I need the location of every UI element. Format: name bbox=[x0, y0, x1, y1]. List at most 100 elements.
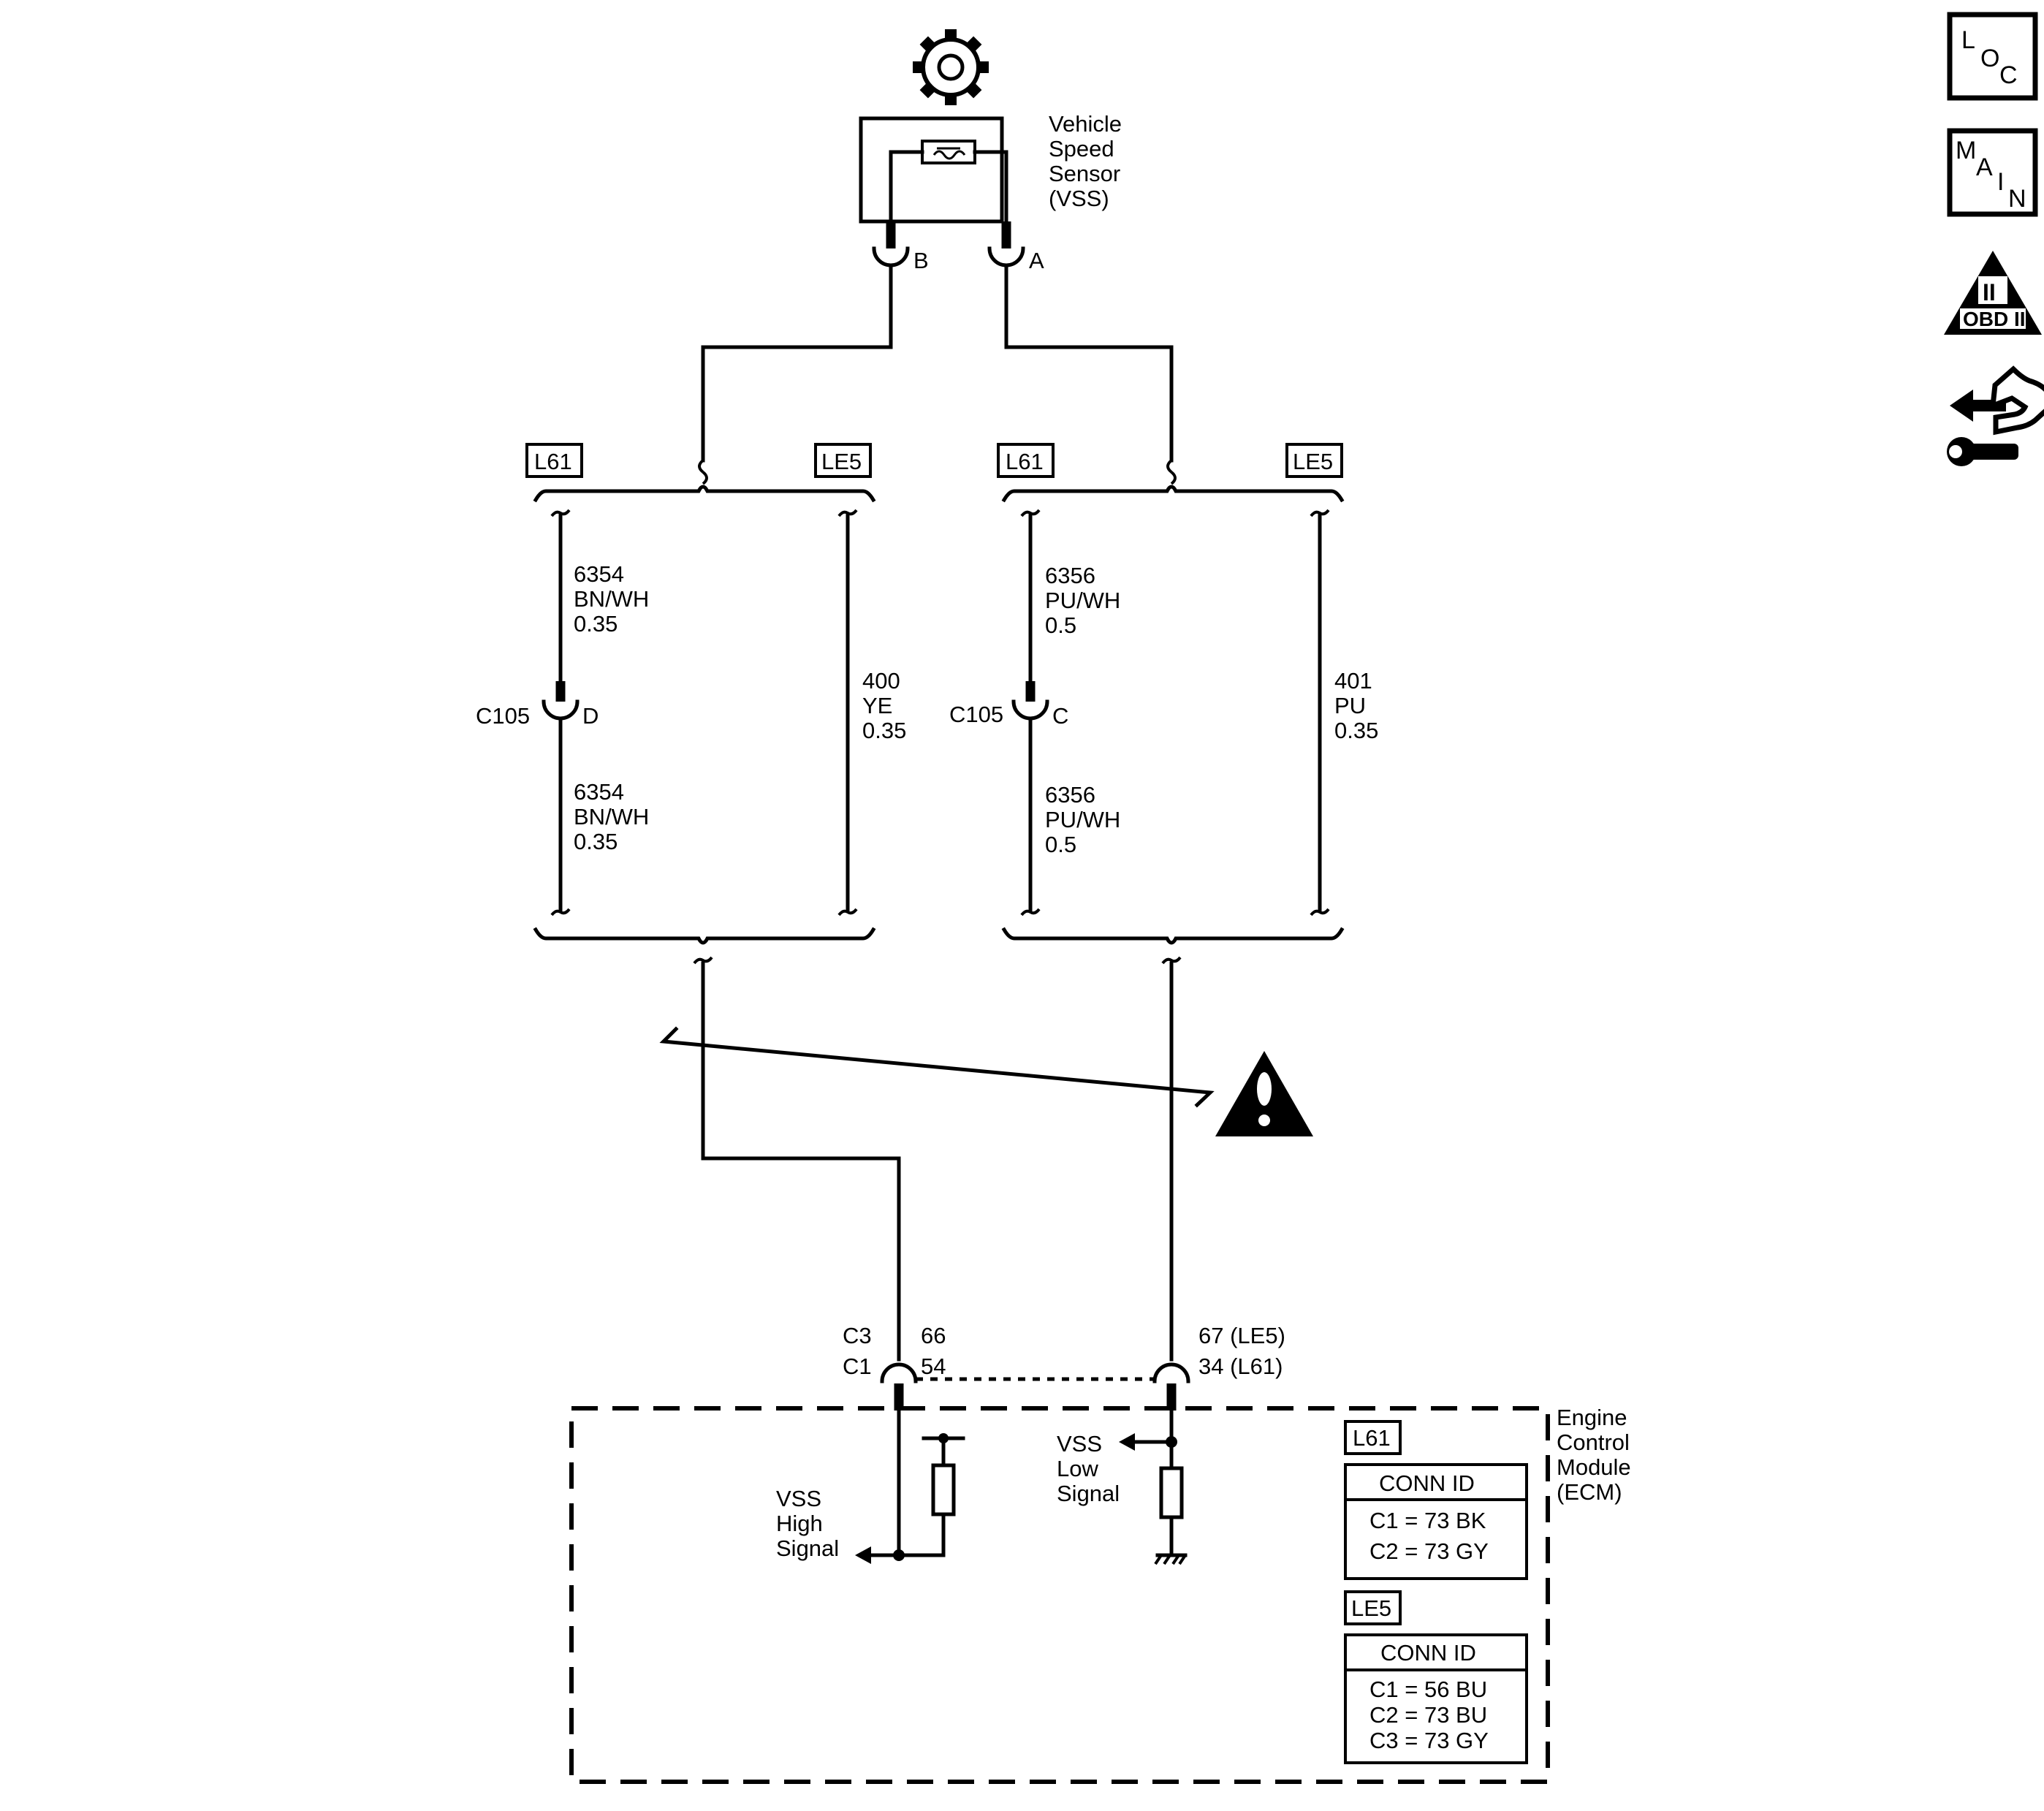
svg-text:PU/WH: PU/WH bbox=[1045, 588, 1120, 613]
l61-conn-id-table: CONN ID C1 = 73 BK C2 = 73 GY bbox=[1344, 1463, 1528, 1580]
twisted-pair-marker bbox=[659, 1026, 1215, 1108]
wire-pin-b-feed bbox=[701, 345, 893, 463]
ecm-boundary bbox=[569, 1406, 1550, 1784]
le5-option-tag: LE5 bbox=[1344, 1590, 1402, 1625]
wire-label-400: 400 YE 0.35 bbox=[862, 668, 906, 743]
loc-icon[interactable]: L O C bbox=[1947, 12, 2038, 101]
sensor-pin-a-label: A bbox=[1029, 248, 1044, 273]
sensor-name-line-1: Vehicle bbox=[1049, 111, 1122, 137]
svg-text:L61: L61 bbox=[534, 449, 572, 474]
sensor-connector-pin-b bbox=[872, 221, 910, 349]
wrench-hand-icon[interactable] bbox=[1947, 365, 2044, 466]
svg-text:BN/WH: BN/WH bbox=[574, 586, 649, 612]
vss-high-internal-circuit bbox=[855, 1408, 965, 1564]
le5-conn-row-1: C1 = 56 BU bbox=[1369, 1677, 1487, 1702]
svg-text:C: C bbox=[1999, 61, 2018, 89]
option-tag-left-l61: L61 bbox=[525, 443, 583, 478]
option-tag-right-le5: LE5 bbox=[1285, 443, 1343, 478]
svg-text:N: N bbox=[2008, 185, 2026, 213]
vss-high-label-3: Signal bbox=[776, 1535, 839, 1561]
ecm-low-pin-34: 34 (L61) bbox=[1198, 1353, 1283, 1379]
sensor-pin-b-label: B bbox=[913, 248, 929, 273]
vss-low-internal-circuit bbox=[1119, 1408, 1184, 1557]
vss-low-label-2: Low bbox=[1057, 1456, 1098, 1481]
wire-401-le5 bbox=[1310, 509, 1330, 916]
svg-text:0.5: 0.5 bbox=[1045, 612, 1076, 638]
svg-text:LE5: LE5 bbox=[1351, 1595, 1391, 1621]
l61-conn-row-1: C1 = 73 BK bbox=[1369, 1508, 1486, 1533]
l61-conn-id-header: CONN ID bbox=[1379, 1470, 1475, 1496]
wire-6354-l61 bbox=[542, 509, 580, 916]
svg-text:LE5: LE5 bbox=[1293, 449, 1333, 474]
ecm-connector-vss-high bbox=[880, 1362, 918, 1411]
svg-text:400: 400 bbox=[862, 668, 900, 694]
ecm-high-conn-c3: C3 bbox=[843, 1323, 872, 1348]
le5-conn-row-3: C3 = 73 GY bbox=[1369, 1728, 1489, 1753]
ecm-low-pin-67: 67 (LE5) bbox=[1198, 1323, 1285, 1348]
vehicle-speed-sensor bbox=[859, 116, 1008, 248]
svg-text:YE: YE bbox=[862, 693, 892, 718]
ecm-connector-vss-low bbox=[1152, 1362, 1190, 1411]
vss-high-label-1: VSS bbox=[776, 1486, 821, 1511]
svg-text:A: A bbox=[1976, 153, 1993, 181]
le5-conn-row-2: C2 = 73 BU bbox=[1369, 1702, 1487, 1728]
obd-ii-icon[interactable]: II OBD II bbox=[1944, 251, 2042, 335]
c105-left-pin: D bbox=[582, 703, 599, 729]
c105-left-label: C105 bbox=[476, 703, 530, 729]
svg-text:6356: 6356 bbox=[1045, 782, 1095, 808]
ecm-name-line-2: Control bbox=[1557, 1430, 1630, 1455]
option-bus-left-bottom bbox=[533, 927, 876, 945]
svg-text:0.35: 0.35 bbox=[1334, 718, 1378, 743]
svg-text:LE5: LE5 bbox=[821, 449, 862, 474]
c105-right-label: C105 bbox=[949, 702, 1003, 727]
ecm-high-conn-c1: C1 bbox=[843, 1353, 872, 1379]
wire-vss-high-to-ecm bbox=[701, 961, 901, 1362]
l61-option-tag: L61 bbox=[1344, 1420, 1402, 1455]
svg-text:BN/WH: BN/WH bbox=[574, 804, 649, 829]
svg-text:OBD II: OBD II bbox=[1963, 308, 2026, 330]
ecm-name-line-3: Module bbox=[1557, 1454, 1631, 1480]
svg-text:0.35: 0.35 bbox=[574, 611, 618, 637]
wire-400-le5 bbox=[837, 509, 858, 916]
sensor-name-line-4: (VSS) bbox=[1049, 186, 1109, 211]
wire-label-6354-top: 6354 BN/WH 0.35 bbox=[574, 561, 649, 637]
svg-text:L: L bbox=[1961, 26, 1975, 54]
option-bus-left-top bbox=[533, 485, 876, 503]
caution-icon bbox=[1215, 1051, 1313, 1136]
svg-text:0.35: 0.35 bbox=[862, 718, 906, 743]
sensor-name-line-2: Speed bbox=[1049, 136, 1114, 162]
ground-icon bbox=[1154, 1553, 1188, 1565]
svg-text:401: 401 bbox=[1334, 668, 1372, 694]
svg-text:0.35: 0.35 bbox=[574, 829, 618, 854]
gear-icon bbox=[913, 29, 989, 105]
le5-conn-id-table: CONN ID C1 = 56 BU C2 = 73 BU C3 = 73 GY bbox=[1344, 1633, 1528, 1764]
svg-text:PU: PU bbox=[1334, 693, 1366, 718]
svg-text:0.5: 0.5 bbox=[1045, 832, 1076, 857]
sensor-connector-pin-a bbox=[987, 221, 1025, 349]
vss-low-label-3: Signal bbox=[1057, 1481, 1120, 1506]
wire-label-401: 401 PU 0.35 bbox=[1334, 668, 1378, 743]
wire-label-6356-top: 6356 PU/WH 0.5 bbox=[1045, 563, 1120, 638]
main-icon[interactable]: M A I N bbox=[1947, 128, 2038, 217]
le5-conn-id-header: CONN ID bbox=[1380, 1640, 1476, 1666]
svg-text:O: O bbox=[1980, 45, 1999, 72]
svg-text:L61: L61 bbox=[1353, 1425, 1391, 1451]
wire-6356-l61 bbox=[1011, 509, 1049, 916]
svg-text:L61: L61 bbox=[1006, 449, 1044, 474]
vss-high-label-2: High bbox=[776, 1511, 823, 1536]
option-bus-right-top bbox=[1001, 485, 1345, 503]
l61-conn-row-2: C2 = 73 GY bbox=[1369, 1538, 1489, 1564]
svg-text:6356: 6356 bbox=[1045, 563, 1095, 588]
svg-text:I: I bbox=[1997, 168, 2004, 196]
option-bus-right-bottom bbox=[1001, 927, 1345, 945]
option-tag-right-l61: L61 bbox=[997, 443, 1055, 478]
ecm-high-pin-66: 66 bbox=[921, 1323, 946, 1348]
wire-pin-a-feed bbox=[1004, 345, 1174, 463]
svg-text:6354: 6354 bbox=[574, 561, 624, 587]
svg-text:6354: 6354 bbox=[574, 779, 624, 805]
ecm-name-line-1: Engine bbox=[1557, 1405, 1627, 1430]
sensor-name-line-3: Sensor bbox=[1049, 161, 1120, 186]
ecm-high-pin-54: 54 bbox=[921, 1353, 946, 1379]
wire-label-6354-bottom: 6354 BN/WH 0.35 bbox=[574, 779, 649, 854]
